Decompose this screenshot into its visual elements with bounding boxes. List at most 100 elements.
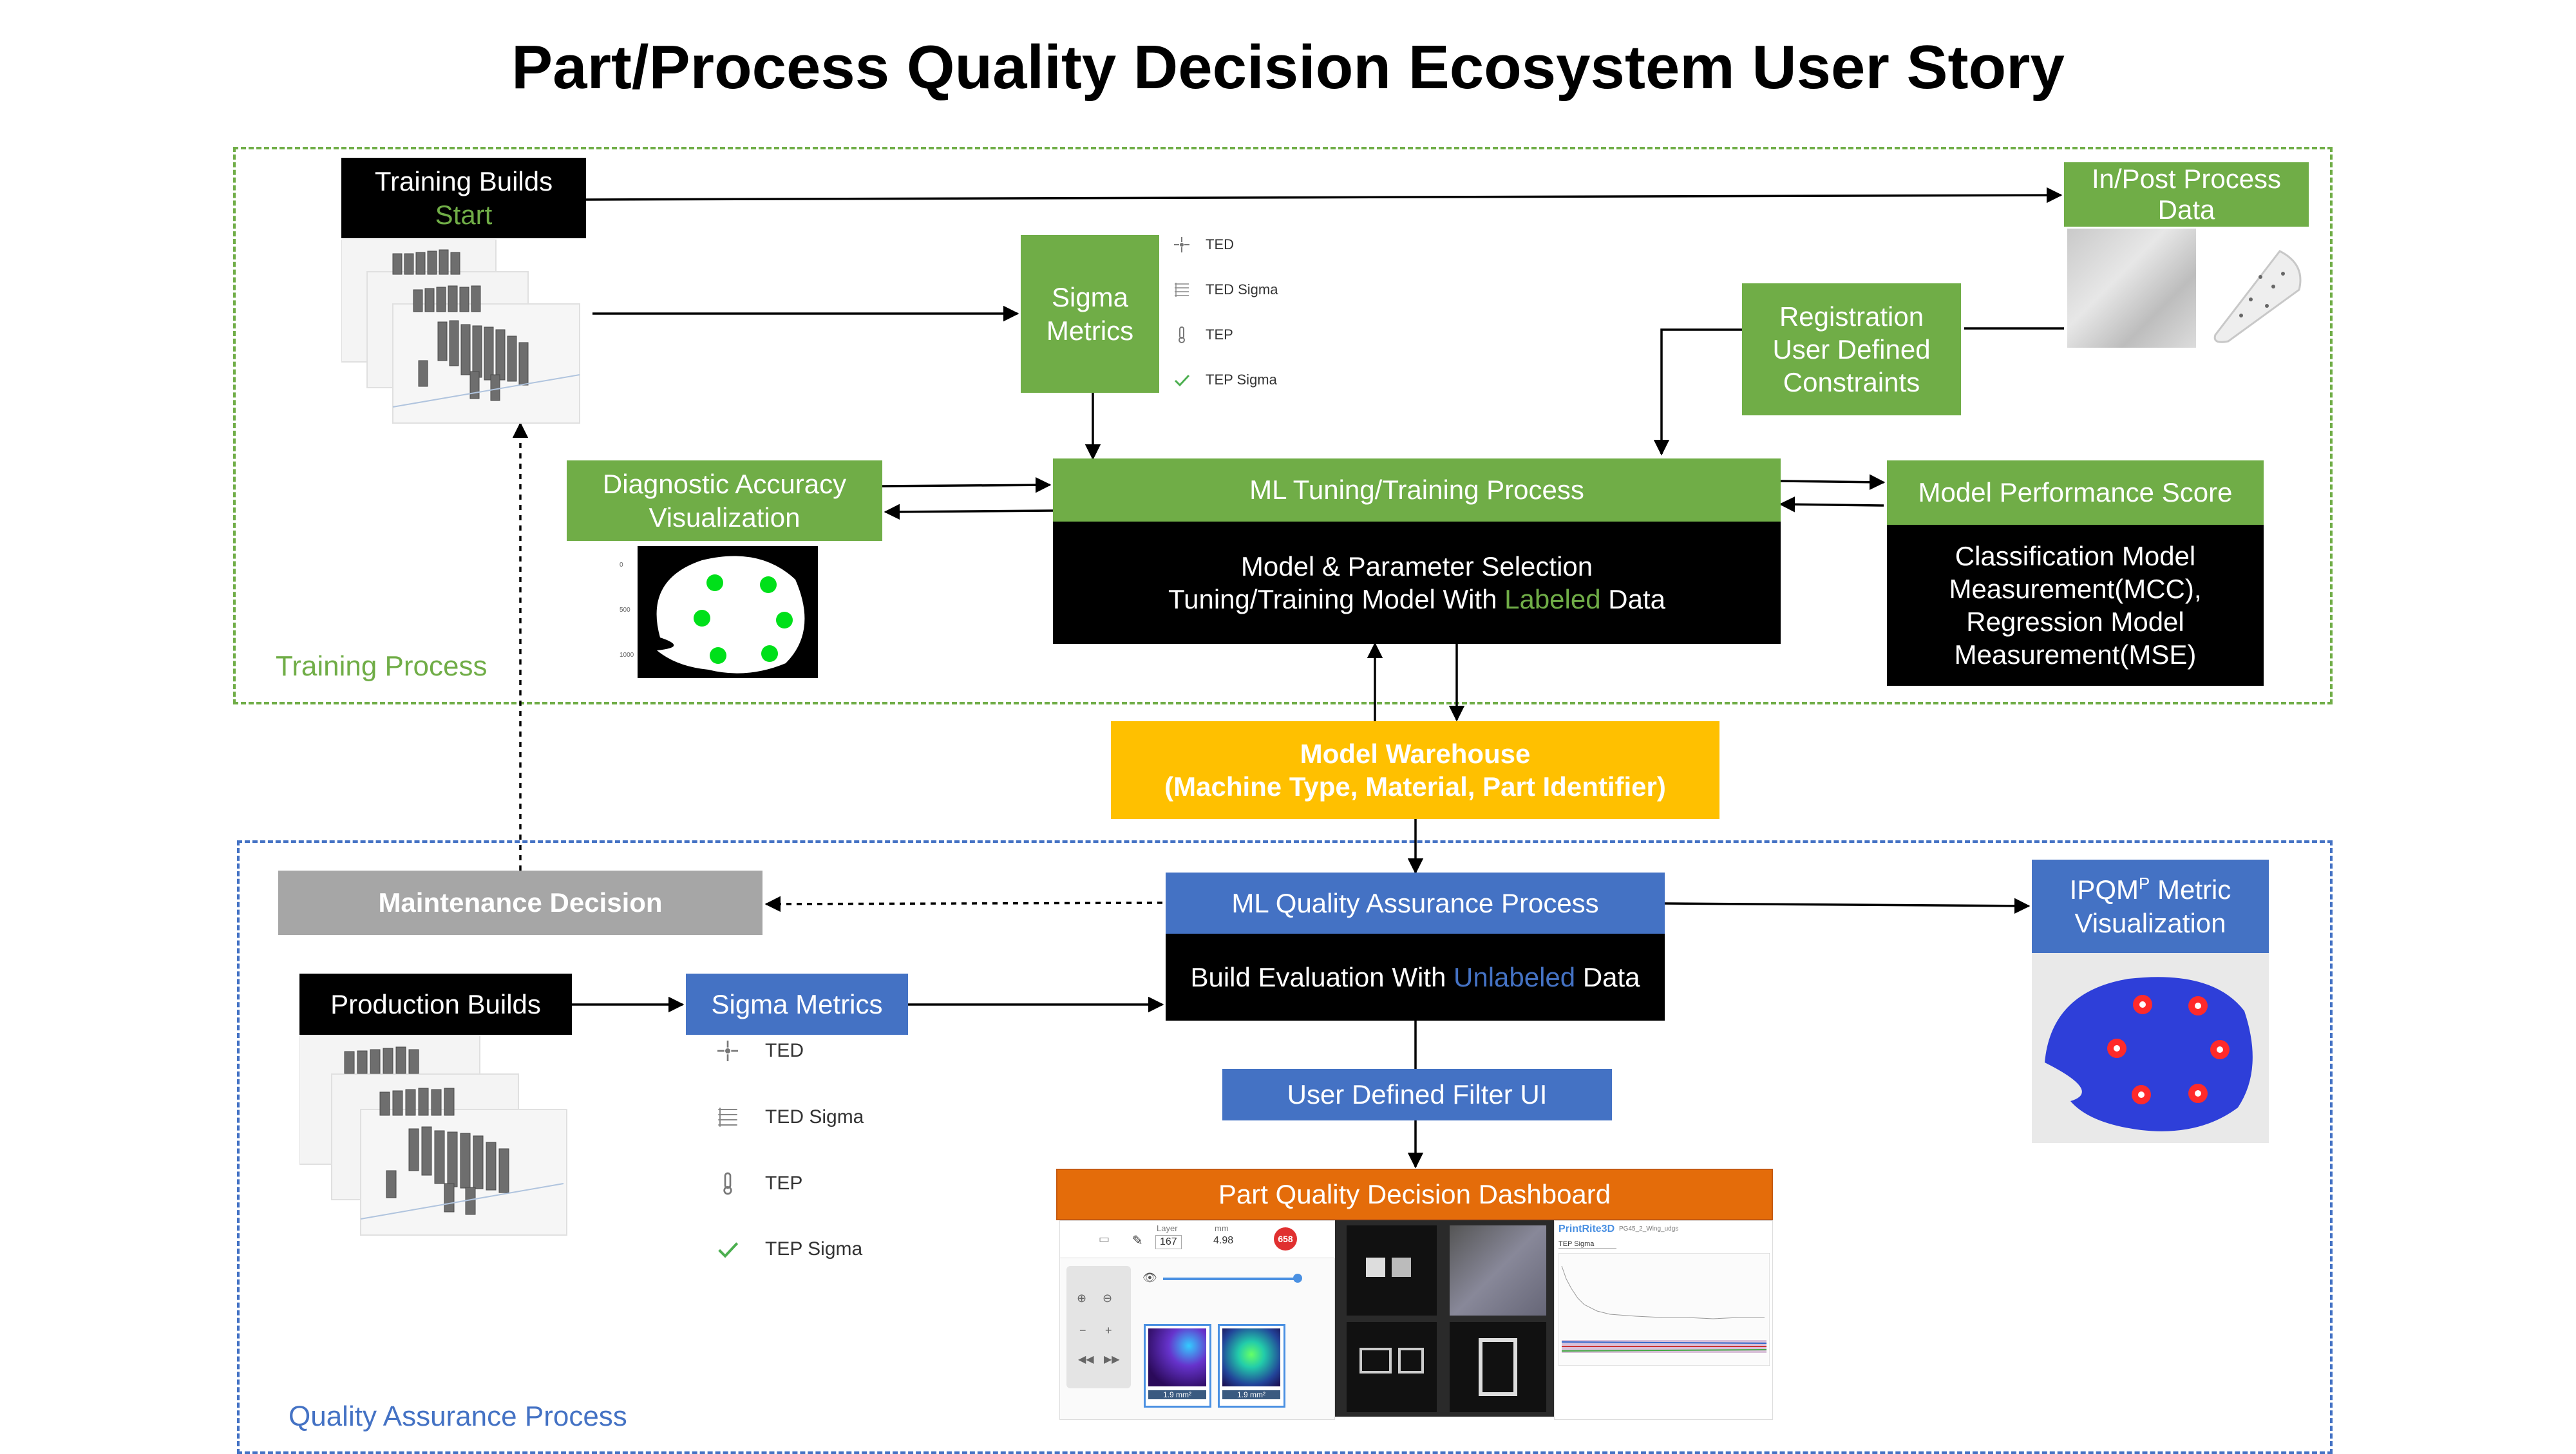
- arrow-builds-to-inpost: [585, 187, 2063, 203]
- ml-tuning-line2-pre: Tuning/Training Model With: [1168, 584, 1505, 614]
- forward-icon[interactable]: ▶▶: [1104, 1354, 1120, 1365]
- ml-tuning-header[interactable]: ML Tuning/Training Process: [1053, 458, 1781, 522]
- arrow-qa-to-ipqm: [1664, 898, 2031, 914]
- svg-text:0: 0: [620, 562, 623, 569]
- viewer-pane-4: [1450, 1322, 1546, 1412]
- dashboard-signal-chart: [1558, 1253, 1770, 1366]
- in-post-cone-image: [2213, 250, 2302, 343]
- in-post-scan-image: [2067, 229, 2196, 348]
- arrow-qa-to-maintenance: [764, 896, 1163, 912]
- dashboard-screenshot: Layer 167 mm 4.98 658 ✎ ▭ ⊕ ⊖ − + ◀◀ ▶▶ …: [1059, 1220, 1773, 1420]
- filter-ui-box[interactable]: User Defined Filter UI: [1222, 1069, 1612, 1120]
- tile-1-heatmap: [1148, 1328, 1206, 1386]
- qa-process-label: Quality Assurance Process: [289, 1401, 627, 1432]
- dashboard-layer-value[interactable]: 167: [1155, 1235, 1182, 1249]
- ml-qa-body[interactable]: Build Evaluation With Unlabeled Data: [1166, 934, 1665, 1021]
- in-post-data-line1: In/Post Process: [2091, 163, 2282, 194]
- viewer-pane-2: [1450, 1225, 1546, 1316]
- arrow-score-to-ml: [1779, 496, 1884, 513]
- model-warehouse-line1: Model Warehouse: [1300, 738, 1531, 769]
- training-builds-box[interactable]: Training Builds Start: [341, 158, 586, 238]
- training-process-label: Training Process: [276, 650, 488, 682]
- dashboard-left-panel: Layer 167 mm 4.98 658 ✎ ▭ ⊕ ⊖ − + ◀◀ ▶▶ …: [1059, 1220, 1336, 1420]
- model-score-body[interactable]: Classification Model Measurement(MCC), R…: [1887, 525, 2264, 686]
- metric-top-ted-label: TED: [1206, 236, 1234, 252]
- tile-1-label: 1.9 mm²: [1148, 1390, 1206, 1399]
- metric-bottom-ted: TED: [715, 1038, 804, 1064]
- dashboard-badge[interactable]: 658: [1274, 1227, 1297, 1251]
- ipqm-sup: P: [2139, 874, 2150, 894]
- registration-line1: Registration: [1779, 301, 1924, 332]
- eye-icon[interactable]: 👁: [1142, 1271, 1157, 1284]
- ml-tuning-line2-post: Data: [1600, 584, 1665, 614]
- arrow-diagnostic-to-ml: [882, 477, 1052, 493]
- model-score-header[interactable]: Model Performance Score: [1887, 460, 2264, 525]
- model-score-line2: Measurement(MCC),: [1949, 573, 2202, 604]
- rewind-icon[interactable]: ◀◀: [1078, 1354, 1094, 1365]
- metric-bottom-tep: TEP: [715, 1171, 802, 1196]
- viewer-pane-3: [1347, 1322, 1437, 1412]
- arrow-ml-to-diagnostic: [884, 504, 1054, 520]
- ml-tuning-line2: Tuning/Training Model With Labeled Data: [1168, 583, 1665, 616]
- dashboard-app-file: PG45_2_Wing_udgs: [1619, 1225, 1679, 1232]
- thermometer-icon: [1179, 326, 1185, 343]
- slider-handle[interactable]: [1293, 1274, 1302, 1283]
- production-builds-box[interactable]: Production Builds: [299, 974, 572, 1035]
- sigma-metrics-bottom-list: TED TED Sigma TEP TEP Sigma: [708, 1038, 927, 1276]
- thermometer-icon: [723, 1172, 732, 1195]
- minus-icon[interactable]: −: [1079, 1324, 1086, 1337]
- metric-top-tep-label: TEP: [1206, 326, 1233, 343]
- registration-box[interactable]: Registration User Defined Constraints: [1742, 283, 1961, 415]
- maintenance-decision-box[interactable]: Maintenance Decision: [278, 871, 762, 935]
- dashboard-slider[interactable]: [1163, 1278, 1298, 1280]
- in-post-data-box[interactable]: In/Post Process Data: [2064, 162, 2309, 227]
- ml-qa-header[interactable]: ML Quality Assurance Process: [1166, 873, 1665, 934]
- dashboard-app-name: PrintRite3D: [1558, 1223, 1615, 1234]
- ml-tuning-line1: Model & Parameter Selection: [1240, 551, 1593, 581]
- dashboard-dropdown[interactable]: TEP Sigma: [1558, 1240, 1616, 1249]
- ipqm-main: IPQM: [2069, 874, 2139, 905]
- training-process-region: [233, 147, 2333, 704]
- ml-qa-line1-post: Data: [1575, 961, 1640, 992]
- check-icon: [718, 1242, 739, 1258]
- sigma-metrics-bottom-box[interactable]: Sigma Metrics: [686, 974, 908, 1035]
- plus-icon[interactable]: +: [1105, 1324, 1112, 1337]
- production-build-stack-graphic: [299, 1035, 567, 1236]
- metric-bottom-tep-sigma: TEP Sigma: [715, 1236, 862, 1262]
- production-builds-image: [299, 1035, 570, 1238]
- metric-bottom-tep-sigma-label: TEP Sigma: [765, 1238, 863, 1260]
- dashboard-viewer-panel: [1335, 1220, 1554, 1417]
- metric-bottom-ted-label: TED: [765, 1040, 804, 1061]
- zoom-out-icon[interactable]: ⊖: [1103, 1292, 1113, 1305]
- diagnostic-line2: Visualization: [649, 502, 800, 533]
- dashboard-checkbox-grid[interactable]: [1561, 1372, 1767, 1414]
- dashboard-tile-2[interactable]: 1.9 mm²: [1218, 1324, 1285, 1408]
- pencil-icon[interactable]: ✎: [1132, 1234, 1143, 1248]
- ipqm-visualization-image: [2032, 953, 2269, 1143]
- chat-icon[interactable]: ▭: [1099, 1232, 1110, 1245]
- diagnostic-box[interactable]: Diagnostic Accuracy Visualization: [567, 460, 882, 541]
- model-warehouse-box[interactable]: Model Warehouse (Machine Type, Material,…: [1111, 721, 1719, 819]
- dashboard-chart-panel: PrintRite3D PG45_2_Wing_udgs TEP Sigma: [1554, 1220, 1773, 1420]
- model-warehouse-line2: (Machine Type, Material, Part Identifier…: [1164, 771, 1666, 802]
- arrow-registration-to-ml: [1653, 328, 1742, 456]
- in-post-data-line2: Data: [2157, 194, 2215, 225]
- dashboard-toolbar: Layer 167 mm 4.98 658 ✎ ▭: [1060, 1221, 1336, 1258]
- dashboard-mm-label: mm: [1215, 1223, 1229, 1233]
- ipqm-line2: Visualization: [2074, 907, 2226, 938]
- training-builds-start: Start: [435, 199, 493, 230]
- registration-line3: Constraints: [1783, 367, 1920, 398]
- training-builds-image: [341, 239, 586, 426]
- dashboard-tile-1[interactable]: 1.9 mm²: [1144, 1324, 1211, 1408]
- sigma-metrics-top-line1: Sigma: [1051, 282, 1129, 313]
- metric-bottom-ted-sigma: TED Sigma: [715, 1104, 864, 1130]
- sigma-metrics-top-box[interactable]: Sigma Metrics: [1021, 235, 1159, 393]
- build-stack-graphic: [341, 239, 580, 424]
- ipqm-box[interactable]: IPQMP Metric Visualization: [2032, 860, 2269, 953]
- training-builds-label: Training Builds: [374, 166, 553, 197]
- dashboard-header[interactable]: Part Quality Decision Dashboard: [1056, 1169, 1773, 1220]
- ml-tuning-body[interactable]: Model & Parameter Selection Tuning/Train…: [1053, 522, 1781, 644]
- ipqm-line1: IPQMP Metric: [2070, 873, 2231, 906]
- zoom-in-icon[interactable]: ⊕: [1077, 1292, 1087, 1305]
